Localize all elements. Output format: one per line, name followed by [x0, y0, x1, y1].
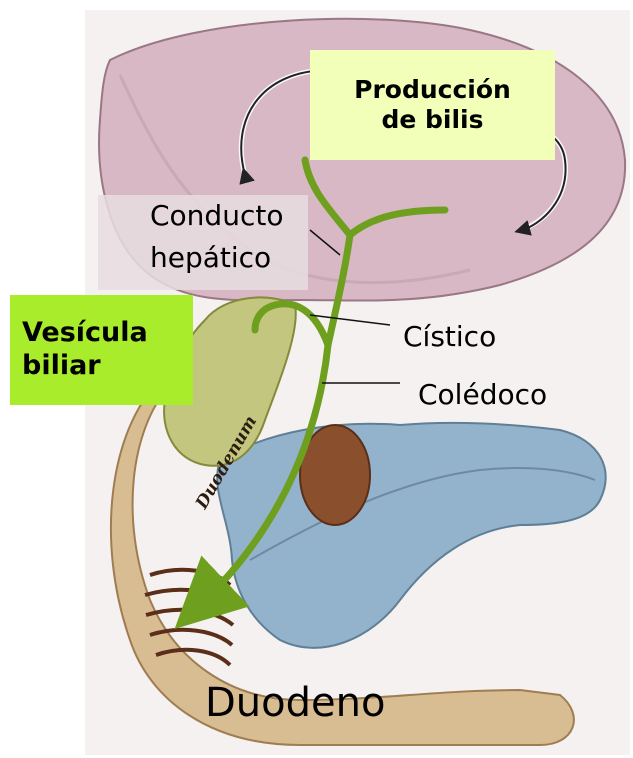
vesicula-line1: Vesícula — [22, 317, 148, 350]
produccion-line2: de bilis — [381, 105, 483, 136]
produccion-line1: Producción — [354, 75, 511, 106]
vesicula-label: Vesícula biliar — [22, 297, 192, 403]
produccion-label: Producción de bilis — [310, 52, 555, 158]
conducto-line1: Conducto — [150, 195, 283, 237]
vesicula-line2: biliar — [22, 350, 101, 383]
conducto-line2: hepático — [150, 237, 283, 279]
coledoco-label: Colédoco — [418, 378, 547, 411]
duodeno-label: Duodeno — [205, 680, 385, 726]
cistico-label: Cístico — [403, 320, 496, 353]
conducto-hepatico-label: Conducto hepático — [150, 195, 283, 279]
